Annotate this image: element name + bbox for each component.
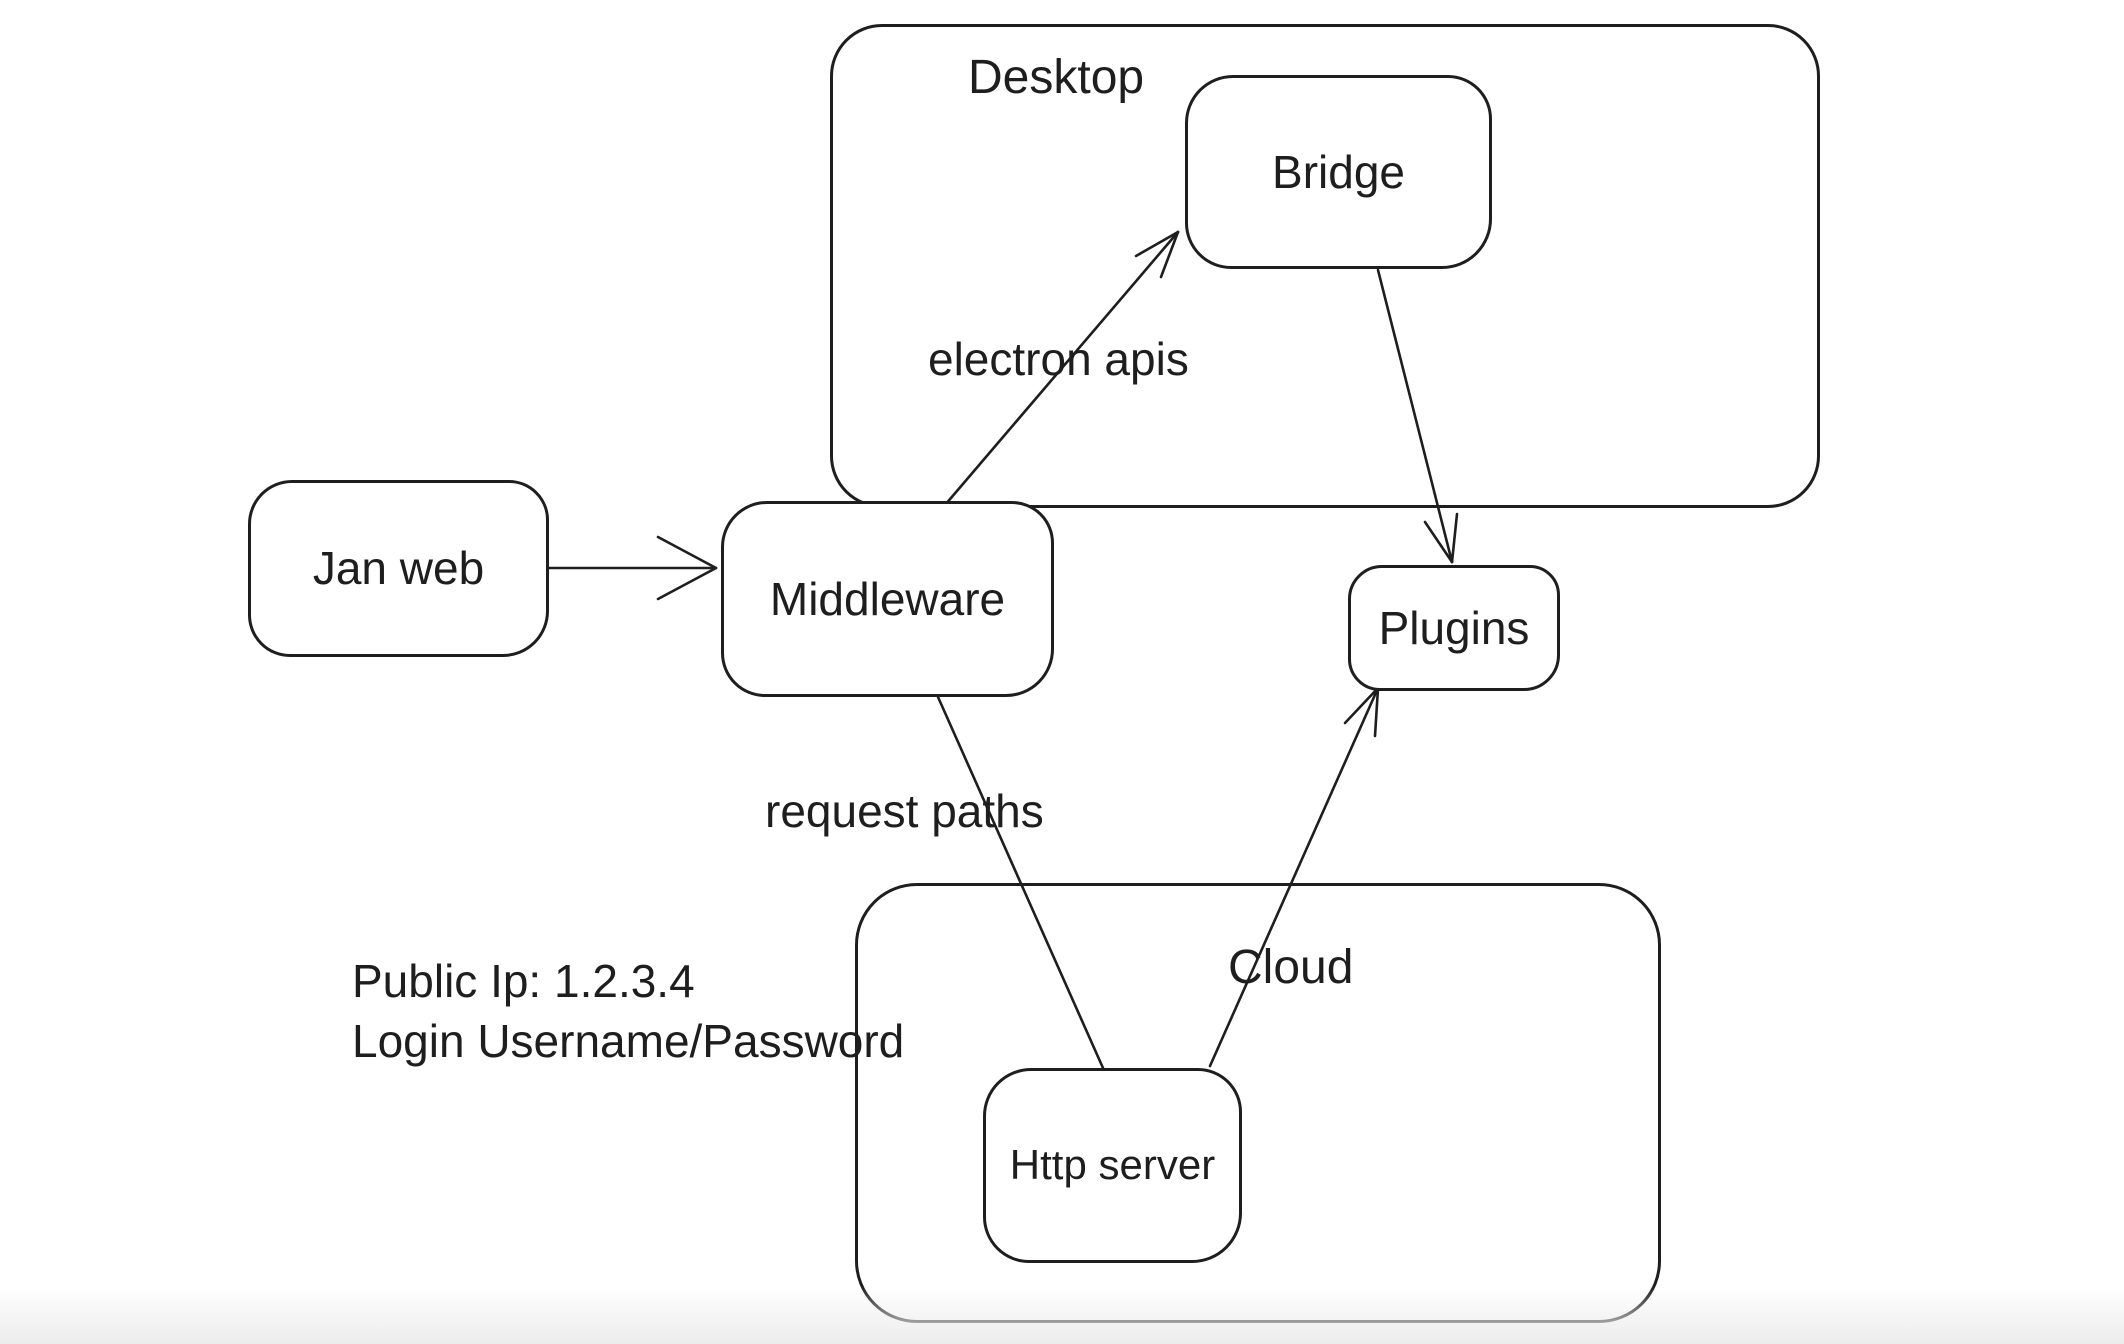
bridge-node[interactable]: Bridge — [1185, 75, 1492, 269]
http-server-node[interactable]: Http server — [983, 1068, 1242, 1263]
public-ip-text: Public Ip: 1.2.3.4 — [352, 955, 695, 1007]
plugins-node[interactable]: Plugins — [1348, 565, 1560, 691]
http-server-label: Http server — [1009, 1141, 1216, 1189]
edge-middleware-to-http-server[interactable] — [936, 695, 1105, 1070]
request-paths-edge-label: request paths — [765, 785, 1044, 837]
plugins-label: Plugins — [1378, 601, 1530, 654]
edge-bridge-to-plugins[interactable] — [1376, 268, 1459, 564]
edge-http-server-to-plugins[interactable] — [1208, 686, 1380, 1068]
desktop-container-label: Desktop — [968, 51, 1145, 104]
middleware-node[interactable]: Middleware — [721, 501, 1054, 697]
jan-web-node[interactable]: Jan web — [248, 480, 549, 657]
login-text: Login Username/Password — [352, 1014, 905, 1067]
desktop-container[interactable] — [830, 24, 1820, 508]
electron-apis-edge-label: electron apis — [928, 333, 1189, 385]
edge-middleware-to-bridge[interactable] — [943, 230, 1180, 507]
middleware-label: Middleware — [769, 572, 1006, 625]
edge-jan-web-to-middleware[interactable] — [547, 535, 718, 601]
cloud-container-label: Cloud — [1228, 941, 1354, 994]
credentials-annotation: Public Ip: 1.2.3.4 Login Username/Passwo… — [352, 952, 904, 1072]
bridge-label: Bridge — [1272, 145, 1405, 198]
jan-web-label: Jan web — [312, 542, 485, 595]
